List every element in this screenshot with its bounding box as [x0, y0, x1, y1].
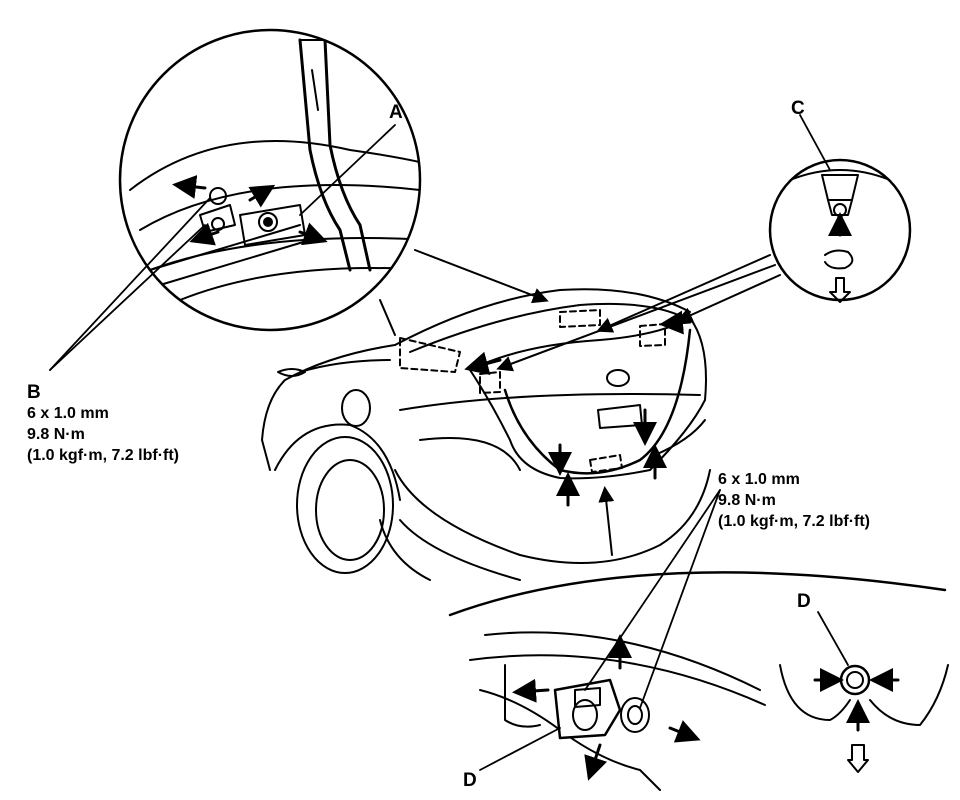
spec-b-torque: 9.8 N·m — [27, 426, 85, 443]
car-body — [261, 288, 711, 581]
callout-b-label: B — [27, 382, 41, 403]
leader-lines — [379, 249, 781, 556]
spec-lock-size: 6 x 1.0 mm — [718, 471, 800, 488]
connector-detail — [779, 611, 949, 773]
callout-c-label: C — [791, 98, 805, 119]
callout-d-lock-label: D — [463, 770, 477, 791]
clip-detail — [768, 114, 912, 303]
hinge-detail — [118, 28, 422, 332]
callout-a-label: A — [389, 102, 403, 123]
spec-b-size: 6 x 1.0 mm — [27, 405, 109, 422]
spec-b-torque-alt: (1.0 kgf·m, 7.2 lbf·ft) — [27, 447, 180, 464]
spec-lock-torque: 9.8 N·m — [718, 492, 776, 509]
callout-d-detail-label: D — [797, 591, 811, 612]
callout-b-leaders — [49, 197, 211, 371]
spec-lock-torque-alt: (1.0 kgf·m, 7.2 lbf·ft) — [718, 513, 871, 530]
lock-detail — [448, 489, 947, 791]
